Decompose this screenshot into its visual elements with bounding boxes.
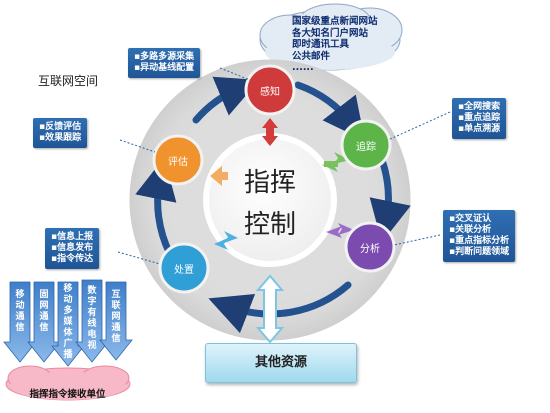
node-perceive [244,64,296,116]
callout-line: ▪全网搜索 [458,102,501,112]
inner-connectors [210,118,354,250]
cloud-source-list: 国家级重点新闻网站 各大知名门户网站 即时通讯工具 公共邮件 ...... [292,16,378,74]
cloud-internet-sources [251,3,403,80]
node-analyze [344,221,396,273]
receiver-label: 指挥指令接收单位 [29,389,106,400]
callout-analysis: ▪交叉证认 ▪关联分析 ▪重点指标分析 ▪判断问题领域 [443,210,516,262]
callout-line: ▪交叉证认 [449,214,492,224]
callout-line: ▪效果跟踪 [39,133,82,143]
channel-arrows [3,279,133,367]
callout-line: ▪信息发布 [51,243,94,253]
cloud-item: 国家级重点新闻网站 [292,16,378,27]
callout-line: ▪信息上报 [51,232,94,242]
callout-line: ▪反馈评估 [39,122,82,132]
callout-line: ▪多路多源采集 [134,52,195,62]
other-resources-box: 其他资源 [205,343,357,383]
center-title-line1: 指挥 [243,168,296,198]
node-perceive-label: 感知 [260,87,280,98]
callout-line: ▪异动基线配置 [134,63,195,73]
other-resources-arrow [255,274,285,344]
receiver-cloud [5,365,131,401]
cloud-item: 公共邮件 [292,50,331,62]
node-handle-label: 处置 [174,265,194,276]
center-title-line2: 控制 [243,210,296,240]
callout-line: ▪判断问题领域 [449,247,510,257]
internet-space-label: 互联网空间 [38,74,99,88]
cloud-item: 即时通讯工具 [292,39,350,50]
channel-label: 固网通信 [39,290,49,333]
node-evaluate [152,134,204,186]
callout-line: ▪重点指标分析 [449,236,510,246]
channel-label: 移动多媒体广播 [63,284,73,360]
channel-label: 互联网通信 [111,290,121,344]
callout-line: ▪指令传达 [51,254,94,264]
callout-pointers [117,67,451,265]
cloud-item: 各大知名门户网站 [292,27,369,39]
node-track [340,119,392,171]
center-circle [203,133,337,267]
callout-line: ▪关联分析 [449,225,492,235]
callout-search: ▪全网搜索 ▪重点追踪 ▪单点溯源 [452,98,507,139]
cloud-item: ...... [292,62,314,73]
callout-line: ▪重点追踪 [458,113,501,123]
cycle-arrows [135,76,411,334]
node-analyze-label: 分析 [360,244,380,255]
node-evaluate-label: 评估 [168,157,188,168]
callout-collection: ▪多路多源采集 ▪异动基线配置 [128,48,201,78]
node-handle [158,242,210,294]
callout-dispatch: ▪信息上报 ▪信息发布 ▪指令传达 [45,228,100,269]
channel-label: 数字有线电视 [87,286,97,351]
channel-label: 移动通信 [15,290,25,333]
callout-line: ▪单点溯源 [458,124,501,134]
callout-evaluation: ▪反馈评估 ▪效果跟踪 [33,118,88,148]
node-track-label: 追踪 [356,142,376,153]
